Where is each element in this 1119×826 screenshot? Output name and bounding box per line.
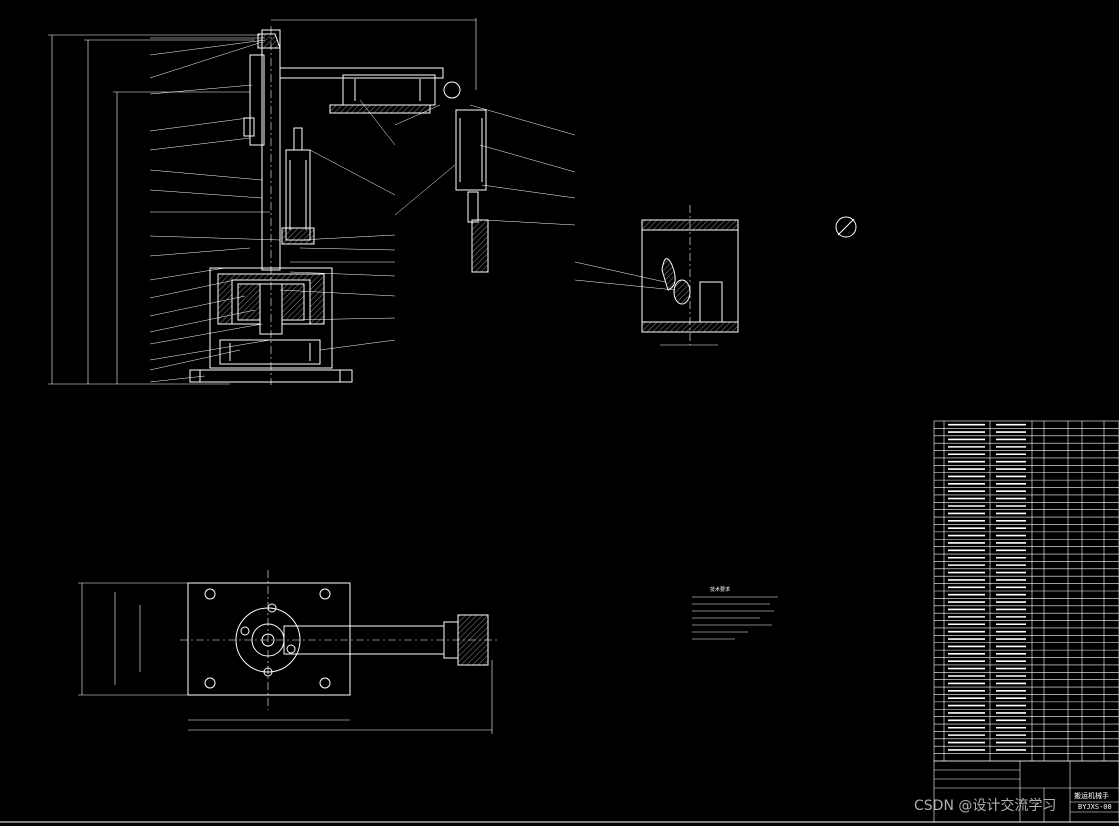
arm-cylinder [342,74,436,106]
horizontal-arm [279,67,444,79]
wrist-cylinder [455,109,487,191]
detail-section-view [574,205,739,346]
front-elevation-view [48,18,576,385]
top-plan-view [78,570,500,734]
watermark-text: CSDN @设计交流学习 [914,798,1057,814]
drawing-number-label: BYJXS-00 [1078,803,1112,811]
part-name-label: 搬运机械手 [1074,792,1109,800]
bill-of-materials-table [933,420,1119,823]
section-marker-symbol [835,216,857,238]
technical-requirements-block [692,596,778,640]
tech-requirements-title: 技术要求 [710,587,731,593]
